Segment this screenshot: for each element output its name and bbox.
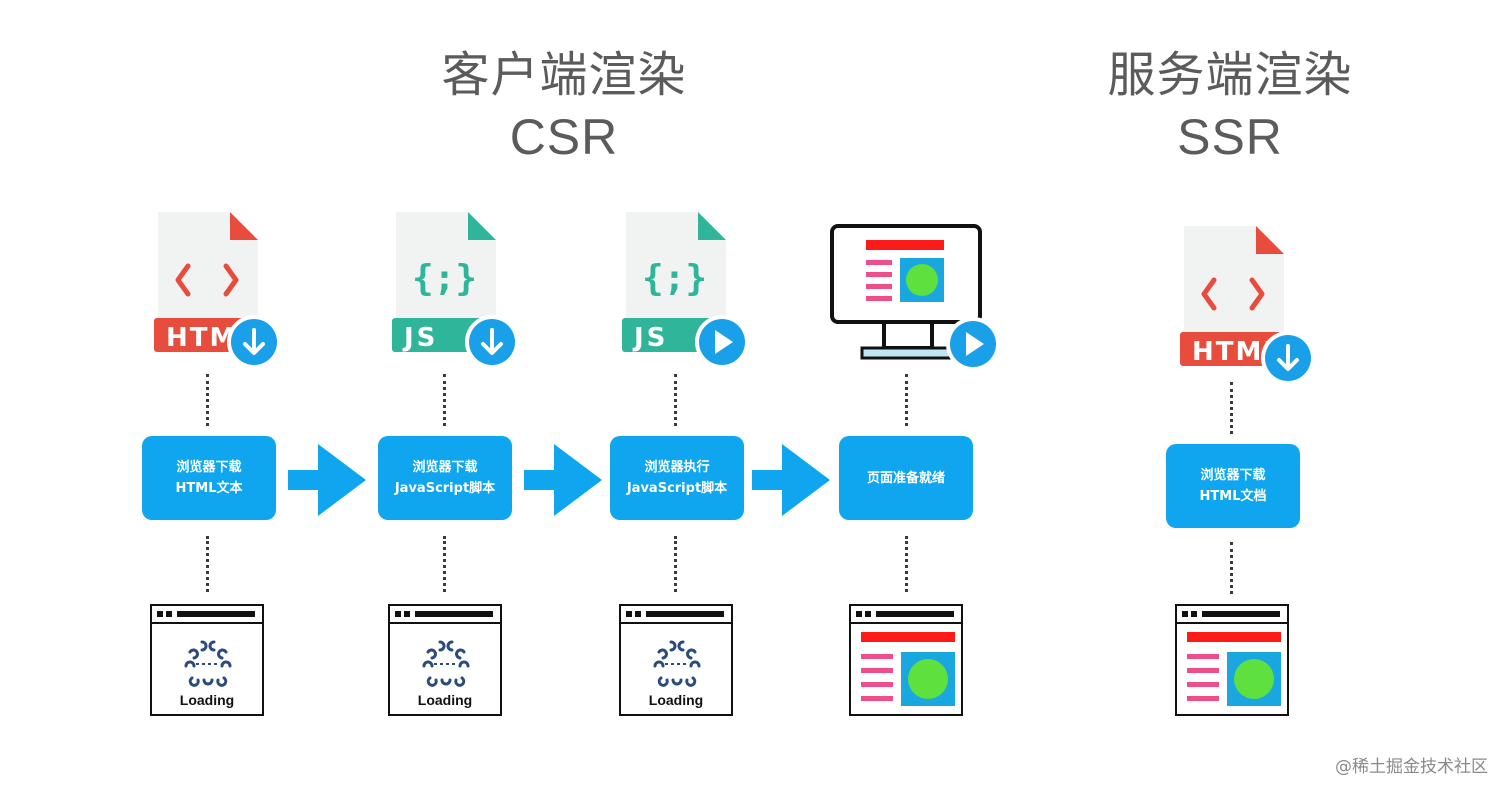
step-line1: 浏览器下载	[1200, 468, 1266, 483]
loading-spinner-icon	[653, 640, 701, 687]
watermark: @稀土掘金技术社区	[1335, 757, 1488, 777]
step-line2: HTML文本	[175, 481, 243, 496]
browser-loading-window: Loading	[388, 604, 502, 716]
csr-subtitle: CSR	[509, 109, 619, 165]
browser-title-bar	[621, 606, 731, 624]
browser-chrome-icon	[157, 611, 255, 617]
step-line1: 浏览器执行	[644, 460, 710, 475]
step-line2: HTML文档	[1199, 489, 1267, 504]
ssr-step-download-html: 浏览器下载 HTML文档	[1166, 444, 1300, 528]
step-line1: 浏览器下载	[176, 460, 242, 475]
step-line2: JavaScript脚本	[626, 481, 728, 496]
connector-dots	[905, 374, 908, 426]
connector-dots	[674, 374, 677, 426]
rendered-page-icon	[1182, 611, 1281, 706]
html-file-icon: HTML	[154, 212, 281, 369]
step-line1: 浏览器下载	[412, 460, 478, 475]
browser-rendered-page	[849, 604, 963, 716]
browser-loading-window: Loading	[619, 604, 733, 716]
step-download-html: 浏览器下载 HTML文本	[142, 436, 276, 520]
browser-loading-window: Loading	[150, 604, 264, 716]
js-file-label: JS	[402, 323, 438, 353]
js-braces-glyph: {;}	[412, 258, 477, 299]
arrow-right-icon	[288, 444, 366, 516]
ssr-title-block: 服务端渲染 SSR	[1080, 44, 1380, 168]
csr-title-block: 客户端渲染 CSR	[414, 44, 714, 168]
browser-chrome-icon	[626, 611, 724, 617]
arrow-right-icon	[524, 444, 602, 516]
step-page-ready: 页面准备就绪	[839, 436, 973, 520]
js-file-label: JS	[632, 323, 668, 353]
browser-title-bar	[390, 606, 500, 624]
loading-label: Loading	[648, 692, 704, 708]
connector-dots	[206, 536, 209, 592]
ssr-title: 服务端渲染	[1107, 47, 1353, 103]
loading-spinner-icon	[184, 640, 232, 687]
connector-dots	[443, 536, 446, 592]
connector-dots	[1230, 542, 1233, 594]
rendered-page-icon	[856, 611, 955, 706]
monitor-icon	[830, 224, 1000, 371]
ssr-browser-rendered-page	[1175, 604, 1289, 716]
step-line2: JavaScript脚本	[394, 481, 496, 496]
browser-title-bar	[851, 606, 961, 624]
step-execute-js: 浏览器执行 JavaScript脚本	[610, 436, 744, 520]
connector-dots	[206, 374, 209, 426]
ssr-subtitle: SSR	[1177, 109, 1283, 165]
connector-dots	[1230, 382, 1233, 434]
connector-dots	[905, 536, 908, 592]
browser-chrome-icon	[395, 611, 493, 617]
csr-title: 客户端渲染	[441, 47, 687, 103]
js-file-icon: {;} JS	[392, 212, 519, 369]
connector-dots	[443, 374, 446, 426]
connector-dots	[674, 536, 677, 592]
step-download-js: 浏览器下载 JavaScript脚本	[378, 436, 512, 520]
step-line1: 页面准备就绪	[866, 470, 945, 486]
browser-title-bar	[152, 606, 262, 624]
js-braces-glyph: {;}	[642, 258, 707, 299]
arrow-right-icon	[752, 444, 830, 516]
js-execute-file-icon: {;} JS	[622, 212, 749, 369]
browser-title-bar	[1177, 606, 1287, 624]
ssr-html-file-icon: HTML	[1180, 226, 1311, 384]
loading-label: Loading	[417, 692, 473, 708]
loading-label: Loading	[179, 692, 235, 708]
loading-spinner-icon	[422, 640, 470, 687]
